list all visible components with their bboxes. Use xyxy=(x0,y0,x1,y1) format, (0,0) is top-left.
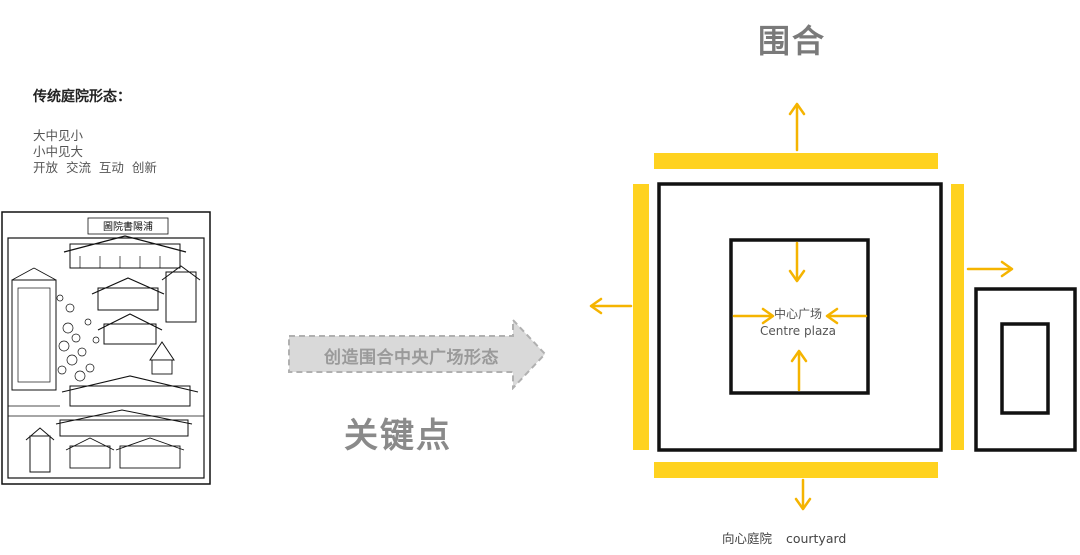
arrow-label: 创造围合中央广场形态 xyxy=(324,348,499,368)
arrow-in-bottom xyxy=(790,349,808,392)
arrow-left xyxy=(589,297,633,315)
arrow-in-left xyxy=(732,307,775,325)
top-yellow-bar xyxy=(654,153,938,169)
transformation-arrow xyxy=(288,318,547,390)
arrow-up xyxy=(788,102,806,152)
small-courtyard-inner xyxy=(1000,322,1050,415)
desc-line-1: 大中见小 xyxy=(33,128,84,143)
key-point-label: 关键点 xyxy=(344,416,452,456)
right-yellow-bar xyxy=(951,184,964,450)
bottom-yellow-bar xyxy=(654,462,938,478)
courtyard-form-heading: 传统庭院形态： xyxy=(33,89,131,105)
enclosure-diagram xyxy=(589,102,1077,511)
centre-plaza-square xyxy=(729,238,870,395)
centre-plaza-label-en: Centre plaza xyxy=(760,324,836,338)
arrow-in-right xyxy=(825,307,868,325)
centre-plaza-label-cn: 中心广场 xyxy=(773,307,822,321)
desc-line-2: 小中见大 xyxy=(33,144,84,159)
courtyard-engraving-image: 圖院書陽浦 xyxy=(1,211,211,485)
arrow-right xyxy=(966,260,1014,278)
engraving-title: 圖院書陽浦 xyxy=(103,220,153,233)
small-courtyard-outer xyxy=(974,287,1077,452)
arrow-in-top xyxy=(788,241,806,283)
arrow-down xyxy=(794,478,812,511)
outer-enclosure xyxy=(657,182,943,452)
courtyard-caption: 向心庭院 courtyard xyxy=(722,531,847,546)
left-yellow-bar xyxy=(633,184,649,450)
desc-line-3: 开放 交流 互动 创新 xyxy=(33,160,157,175)
enclosure-title: 围合 xyxy=(758,22,827,60)
